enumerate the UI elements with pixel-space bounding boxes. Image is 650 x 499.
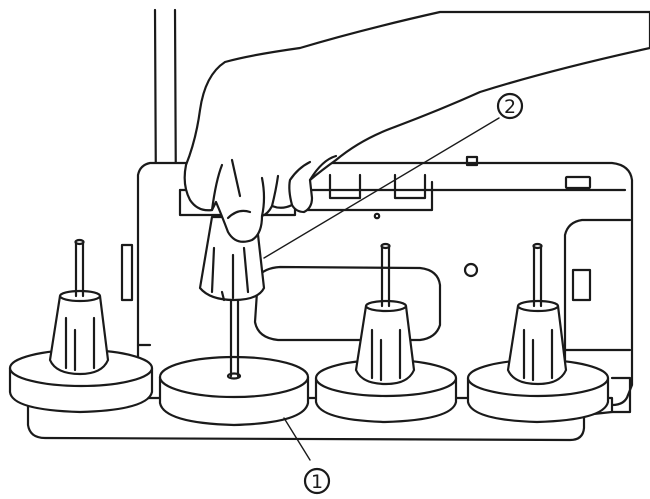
hand-illustration (183, 10, 650, 243)
spool-disc-4 (466, 242, 610, 424)
leader-lines (263, 117, 500, 461)
callout-1-label: 1 (311, 471, 323, 493)
callout-2: 2 (496, 92, 524, 120)
callout-2-label: 2 (504, 96, 516, 118)
spool-disc-3 (314, 242, 458, 424)
spool-disc-2 (158, 294, 310, 427)
spool-disc-1 (8, 238, 154, 414)
callout-1: 1 (303, 467, 331, 495)
